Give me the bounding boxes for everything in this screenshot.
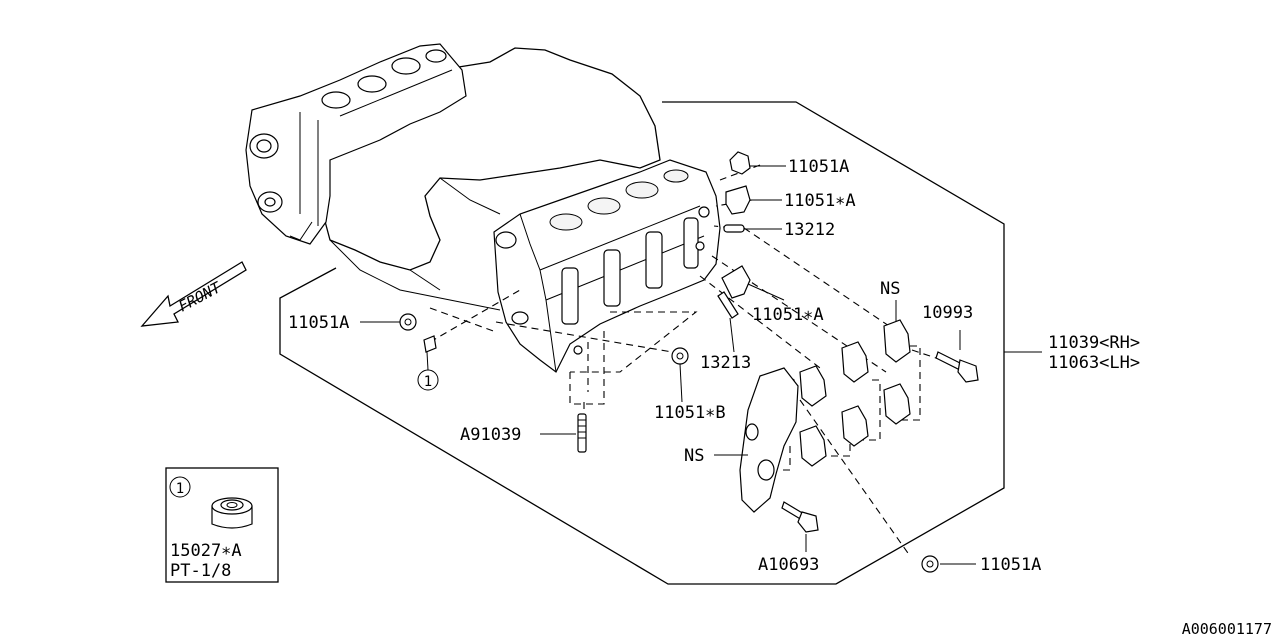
label-head-rh: 11039<RH> [1048,333,1140,353]
label-head-lh: 11063<LH> [1048,353,1140,373]
plug-11051a-star-top [725,185,751,215]
parts-group-border [279,101,1005,585]
label-ns-bottom: NS [684,446,704,466]
label-pin-13213: 13213 [700,353,751,373]
inset-part-number: 15027∗A [170,541,242,561]
label-plug-b: 11051∗B [654,403,726,423]
ref-circle-1 [417,369,439,391]
pin-13213 [717,291,739,319]
front-label: FRONT [175,278,224,316]
label-bolt-a10693: A10693 [758,555,819,575]
label-pin-13212: 13212 [784,220,835,240]
label-plug-left: 11051A [288,313,349,333]
label-stud: A91039 [460,425,521,445]
label-plug-bottom: 11051A [980,555,1041,575]
plug-11051a-left [399,313,417,331]
label-ns-top: NS [880,279,900,299]
pin-13212 [723,224,745,233]
small-parts [399,151,979,573]
rear-cylinder-head-assembly [245,43,467,245]
plug-11051a-top [729,151,751,175]
diagram-id: A006001177 [1182,620,1272,638]
callout-labels: 11051A 11051∗A 13212 11051∗A 13213 11051… [288,157,1140,575]
label-plug-a-top: 11051∗A [784,191,856,211]
plug-11051a-bottom [921,555,939,573]
bolt-10993 [935,351,963,371]
main-cylinder-head [493,159,721,373]
engine-block-outline [299,47,661,311]
label-plug-a-mid: 11051∗A [752,305,824,325]
front-direction-arrow: FRONT [140,261,247,327]
inset-box: 1 15027∗A PT-1/8 [165,467,279,583]
plug-11051a-star-mid [721,265,751,299]
label-plug-top: 11051A [788,157,849,177]
stud-a91039 [577,413,587,453]
label-bolt-10993: 10993 [922,303,973,323]
ref-circle-1-label: 1 [424,374,432,390]
inset-spec: PT-1/8 [170,561,231,581]
fitting-15027 [423,335,437,353]
inset-ref-number: 1 [176,481,184,497]
callout-leaders [360,165,1042,565]
camshaft-carrier [739,367,799,513]
plug-11051b [671,347,689,365]
inset-fitting-icon [211,497,253,529]
